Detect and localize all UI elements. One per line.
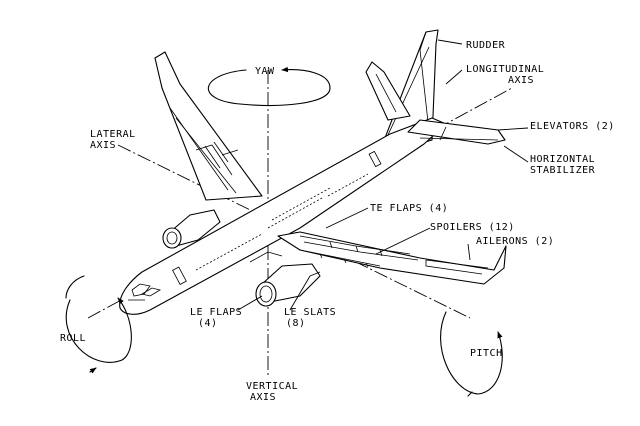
right-wing [277,231,507,285]
longitudinal-axis-label: LONGITUDINAL AXIS [466,64,551,86]
horizontal-stabilizer-label: HORIZONTAL STABILIZER [530,154,602,176]
pitch-label: PITCH [470,348,503,359]
longitudinal-axis-label-line2: AXIS [508,75,534,86]
le-slats-label: LE SLATS (8) [284,307,343,329]
right-engine [249,251,321,307]
rudder-label: RUDDER [466,40,506,51]
le-flaps-label-line2: (4) [198,318,218,329]
yaw-arrow [207,66,331,106]
le-flaps-label-line1: LE FLAPS [190,307,242,318]
roll-label: ROLL [60,333,86,344]
longitudinal-axis-label-line1: LONGITUDINAL [466,64,544,75]
left-horizontal-stabilizer [365,61,411,121]
right-horizontal-stabilizer [407,119,506,145]
pitch-arrow [440,311,503,397]
lateral-axis-line [117,144,471,319]
le-slats-label-line2: (8) [286,318,306,329]
vertical-axis-label-line1: VERTICAL [246,381,298,392]
le-slats-label-line1: LE SLATS [284,307,336,318]
yaw-label: YAW [255,66,275,77]
lateral-axis-label: LATERAL AXIS [90,129,142,151]
le-flaps-label: LE FLAPS (4) [190,307,249,329]
lateral-axis-label-line1: LATERAL [90,129,136,140]
leader-lines [237,39,529,311]
elevators-label: ELEVATORS (2) [530,121,615,132]
vertical-axis-label: VERTICAL AXIS [246,381,305,403]
horizontal-stabilizer-label-line2: STABILIZER [530,165,596,176]
horizontal-stabilizer-label-line1: HORIZONTAL [530,154,595,165]
cabin-windows [195,173,369,271]
left-wing [154,51,263,201]
ailerons-label: AILERONS (2) [476,236,554,247]
spoilers-label: SPOILERS (12) [430,222,515,233]
lateral-axis-label-line2: AXIS [90,140,116,151]
te-flaps-label: TE FLAPS (4) [370,203,448,214]
roll-arrow [65,275,132,374]
vertical-axis-label-line2: AXIS [250,392,276,403]
left-engine [162,209,221,249]
